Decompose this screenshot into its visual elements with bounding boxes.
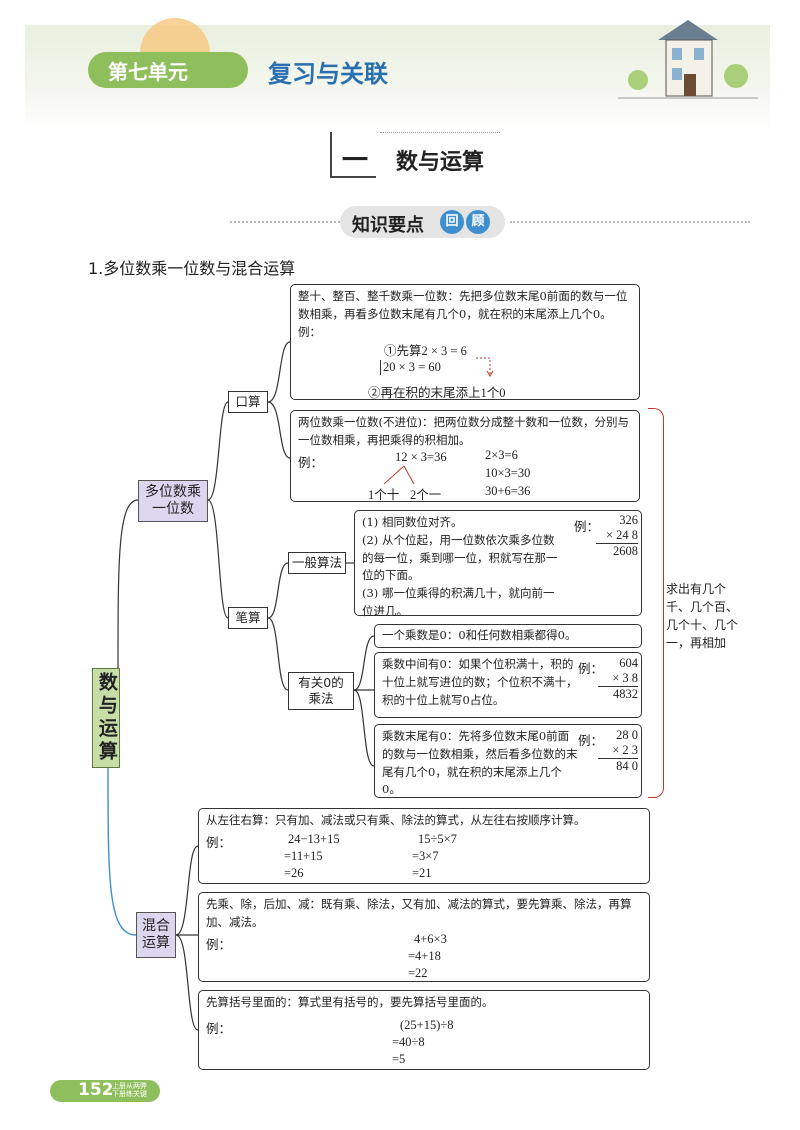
node-written: 笔算 <box>228 607 268 629</box>
mul-first-a2: =4+18 <box>408 949 441 963</box>
parentheses-a2: =40÷8 <box>392 1035 425 1049</box>
box-zero-factor: 一个乘数是0：0和任何数相乘都得0。 <box>374 624 642 648</box>
footer-text: 上册从两弊 下册练关键 <box>112 1082 147 1099</box>
box-mul-first: 先乘、除，后加、减：既有乘、除法，又有加、减法的算式，要先算乘、除法，再算加、减… <box>198 892 650 982</box>
mul-first-a1: 4+6×3 <box>414 932 447 946</box>
trailing-zero-m-res: 84 0 <box>598 758 638 774</box>
two-digit-eq: 12 × 3=36 <box>395 450 447 464</box>
side-bracket <box>648 408 664 798</box>
box-general: (1) 相同数位对齐。 (2) 从个位起，用一位数依次乘多位数的每一位，乘到哪一… <box>354 510 642 618</box>
two-digit-eg: 例： <box>298 456 324 470</box>
general-rule-1: (1) 相同数位对齐。 <box>362 515 463 529</box>
badge-char-1: 回 <box>440 210 464 234</box>
parentheses-a3: =5 <box>392 1052 406 1066</box>
middle-zero-m-mid: × 3 8 <box>612 671 638 685</box>
page-number: 152 <box>78 1080 114 1100</box>
section-top-line <box>380 132 500 133</box>
ltr-b3: =21 <box>412 866 432 880</box>
split-arrows <box>383 465 415 485</box>
zero-factor-text: 一个乘数是0：0和任何数相乘都得0。 <box>382 628 577 642</box>
middle-zero-vertical: 604 × 3 8 4832 <box>598 656 638 702</box>
general-vertical: 326 × 24 8 2608 <box>596 513 638 559</box>
subheading: 1.多位数乘一位数与混合运算 <box>88 259 296 278</box>
mul-first-a3: =22 <box>408 966 428 980</box>
box-trailing-zero: 乘数末尾有0：先将多位数末尾0前面的数与一位数相乘，然后看多位数的末尾有几个0，… <box>374 724 642 798</box>
ltr-b2: =3×7 <box>412 849 439 863</box>
ltr-a2: =11+15 <box>284 849 323 863</box>
general-rule-3: (3) 哪一位乘得的积满几十，就向前一位进几。 <box>362 586 555 619</box>
node-multi-digit: 多位数乘一位数 <box>138 480 208 522</box>
badge-char-2: 顾 <box>466 210 490 234</box>
left-to-right-eg: 例： <box>206 836 232 850</box>
side-note: 求出有几个千、几个百、几个十、几个一，再相加 <box>666 582 739 650</box>
ltr-a3: =26 <box>284 866 304 880</box>
trailing-zero-m-top: 28 0 <box>616 728 638 742</box>
section-title: 数与运算 <box>396 150 485 175</box>
divider-right <box>510 221 750 223</box>
house-illustration <box>618 20 758 99</box>
box-parentheses: 先算括号里面的：算式里有括号的，要先算括号里面的。 <box>198 990 650 1070</box>
general-m-res: 2608 <box>596 543 638 559</box>
mul-first-text: 先乘、除，后加、减：既有乘、除法，又有加、减法的算式，要先算乘、除法，再算加、减… <box>206 897 632 929</box>
footer-line-1: 上册从两弊 <box>112 1082 147 1090</box>
box-left-to-right: 从左往右算：只有加、减法或只有乘、除法的算式，从左往右按顺序计算。 <box>198 808 650 884</box>
box-middle-zero: 乘数中间有0：如果个位积满十，积的十位上就写进位的数；个位积不满十，积的十位上就… <box>374 652 642 718</box>
trailing-zero-text: 乘数末尾有0：先将多位数末尾0前面的数与一位数相乘，然后看多位数的末尾有几个0，… <box>382 729 578 797</box>
two-digit-right: 2个一 <box>410 488 442 502</box>
root-node: 数与运算 <box>92 668 120 768</box>
trailing-zero-eg: 例： <box>578 734 604 748</box>
general-m-mid: × 24 8 <box>605 528 638 542</box>
left-to-right-text: 从左往右算：只有加、减法或只有乘、除法的算式，从左往右按顺序计算。 <box>206 813 586 827</box>
two-digit-s3: 30+6=36 <box>485 484 531 498</box>
whole-tens-step2: ②再在积的末尾添上1个0 <box>368 386 506 400</box>
unit-pill <box>88 52 248 88</box>
two-digit-s1: 2×3=6 <box>485 448 518 462</box>
knowledge-badge-text: 知识要点 <box>352 215 424 236</box>
divider-left <box>230 221 340 223</box>
middle-zero-eg: 例： <box>578 662 604 676</box>
footer-line-2: 下册练关键 <box>112 1090 147 1099</box>
parentheses-text: 先算括号里面的：算式里有括号的，要先算括号里面的。 <box>206 995 494 1009</box>
middle-zero-text: 乘数中间有0：如果个位积满十，积的十位上就写进位的数；个位积不满十，积的十位上就… <box>382 657 578 707</box>
node-mixed: 混合运算 <box>136 912 176 958</box>
footer-badge <box>50 1080 160 1102</box>
node-zero: 有关0的乘法 <box>288 672 354 710</box>
trailing-zero-vertical: 28 0 × 2 3 84 0 <box>598 728 638 774</box>
ltr-b1: 15÷5×7 <box>418 832 457 846</box>
node-general: 一般算法 <box>288 552 346 574</box>
box-whole-tens-text: 整十、整百、整千数乘一位数：先把多位数末尾0前面的数与一位数相乘，再看多位数末尾… <box>298 289 628 339</box>
section-number: 一 <box>342 146 369 176</box>
mul-first-eg: 例： <box>206 938 232 952</box>
unit-label: 第七单元 <box>108 60 188 84</box>
section-bracket <box>330 132 376 178</box>
middle-zero-m-res: 4832 <box>598 686 638 702</box>
two-digit-left: 1个十 <box>368 488 400 502</box>
whole-tens-step1: ①先算2 × 3 = 6 <box>384 344 467 358</box>
parentheses-eg: 例： <box>206 1022 232 1036</box>
general-m-top: 326 <box>619 513 638 527</box>
red-arrow <box>476 357 494 377</box>
general-eg: 例： <box>574 520 600 534</box>
header-title: 复习与关联 <box>268 60 388 88</box>
parentheses-a1: (25+15)÷8 <box>400 1018 454 1032</box>
node-oral: 口算 <box>228 391 268 413</box>
ltr-a1: 24−13+15 <box>288 832 340 846</box>
box-two-digit-text: 两位数乘一位数(不进位)：把两位数分成整十数和一位数，分别与一位数相乘，再把乘得… <box>298 415 629 447</box>
whole-tens-eq: 20 × 3 = 60 <box>380 360 441 375</box>
middle-zero-m-top: 604 <box>619 656 638 670</box>
trailing-zero-m-mid: × 2 3 <box>612 743 638 757</box>
general-rule-2: (2) 从个位起，用一位数依次乘多位数的每一位，乘到哪一位，积就写在那一位的下面… <box>362 532 558 583</box>
two-digit-s2: 10×3=30 <box>485 466 531 480</box>
box-two-digit: 两位数乘一位数(不进位)：把两位数分成整十数和一位数，分别与一位数相乘，再把乘得… <box>290 410 640 502</box>
box-whole-tens: 整十、整百、整千数乘一位数：先把多位数末尾0前面的数与一位数相乘，再看多位数末尾… <box>290 284 640 400</box>
